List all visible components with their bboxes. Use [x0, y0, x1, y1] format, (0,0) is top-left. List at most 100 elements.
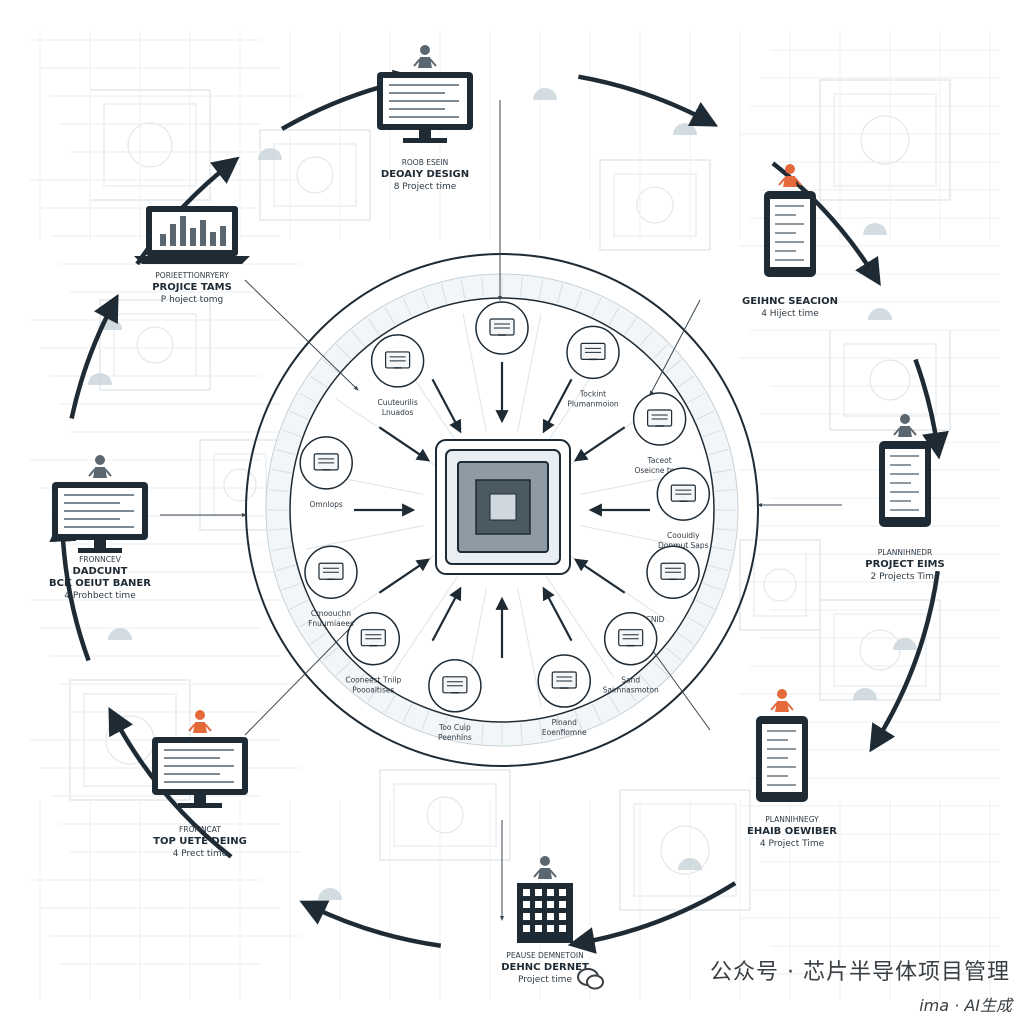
- ring-tick: [322, 359, 339, 373]
- ring-tick: [556, 716, 564, 737]
- station-label: FRONNCEV: [79, 555, 122, 564]
- cycle-arrow: [913, 358, 949, 460]
- ring-tick: [652, 344, 668, 360]
- person-arm-icon: [778, 177, 786, 186]
- inner-node-label: Peenhins: [438, 733, 472, 742]
- person-head-icon: [195, 710, 205, 720]
- connector-line: [649, 299, 701, 396]
- building-window: [523, 889, 530, 896]
- ray-line: [517, 588, 542, 707]
- ring-tick: [677, 632, 694, 645]
- person-arm-icon: [909, 427, 917, 436]
- person-body-icon: [418, 57, 432, 68]
- ring-tick: [639, 330, 653, 347]
- leaf-decoration: [88, 373, 112, 385]
- ring-tick: [299, 616, 317, 628]
- station-label: PROJICE TAMS: [152, 282, 232, 293]
- building-window: [547, 889, 554, 896]
- inner-node-label: Taceot: [647, 456, 672, 465]
- circuit-background: [30, 30, 1000, 1000]
- ring-tick: [271, 468, 292, 474]
- station-label: 4 Hiject time: [761, 309, 819, 319]
- person-head-icon: [95, 455, 105, 465]
- ring-tick: [310, 632, 327, 645]
- person-body-icon: [193, 722, 207, 733]
- ray-line: [305, 525, 424, 550]
- person-arm-icon: [413, 58, 421, 67]
- document-icon: [385, 351, 411, 369]
- circuit-box: [819, 599, 941, 701]
- inner-node-label: Omnlops: [310, 500, 343, 509]
- station-label: ROOB ESEIN: [402, 158, 449, 167]
- person-arm-icon: [188, 723, 196, 732]
- inner-node-label: Plumanmoion: [567, 399, 619, 408]
- circuit-box-inner: [833, 613, 927, 687]
- station-label: 2 Projects Time: [871, 572, 940, 582]
- bar-chart-icon: [200, 220, 206, 246]
- connector-line: [244, 619, 359, 736]
- ring-tick: [712, 468, 733, 474]
- circuit-box-inner: [393, 783, 497, 847]
- building-window: [559, 913, 566, 920]
- station-label: PROJECT EIMS: [865, 559, 944, 570]
- ring-tick: [695, 599, 715, 610]
- station-label: PLANNIHNEGY: [765, 815, 819, 824]
- station-label: GEIHNC SEACION: [742, 296, 838, 307]
- inner-node-label: Tockint: [579, 389, 606, 398]
- circuit-box-inner: [213, 453, 267, 517]
- outer-ring: [245, 253, 759, 767]
- watermark-tag: ima · AI生成: [919, 996, 1012, 1015]
- laptop-base: [134, 256, 250, 264]
- person-arm-icon: [794, 177, 802, 186]
- ray-line: [462, 313, 487, 432]
- building-window: [523, 901, 530, 908]
- person-body-icon: [898, 426, 912, 437]
- ring-tick: [538, 279, 544, 300]
- ring-tick: [402, 703, 413, 723]
- ring-tick: [574, 289, 583, 310]
- document-icon: [670, 484, 696, 502]
- person-head-icon: [777, 689, 787, 699]
- ring-tick: [421, 289, 430, 310]
- inner-node-label: Oseicne tnmt: [634, 466, 684, 475]
- station-label: 4 Prohbect time: [64, 591, 136, 601]
- circuit-box-inner: [103, 103, 197, 187]
- building-window: [523, 925, 530, 932]
- microchip-icon: [489, 493, 517, 521]
- inner-node-label: Poooaltises: [352, 686, 394, 695]
- ring-tick: [708, 564, 729, 572]
- ring-tick: [367, 685, 380, 702]
- leaf-decoration: [108, 628, 132, 640]
- leaf-decoration: [673, 123, 697, 135]
- station-label: FROMNCAT: [179, 825, 221, 834]
- bar-chart-icon: [180, 216, 186, 246]
- inward-arrow: [542, 378, 573, 434]
- circuit-gear: [223, 468, 257, 502]
- ring-tick: [677, 375, 694, 388]
- ring-tick: [624, 685, 637, 702]
- ring-tick: [687, 392, 705, 404]
- bar-chart-icon: [210, 232, 216, 246]
- leaf-decoration: [868, 308, 892, 320]
- circuit-box: [379, 769, 511, 861]
- cycle-arrow: [299, 900, 442, 948]
- circuit-box: [89, 89, 211, 201]
- inner-node-label: Sand: [621, 676, 640, 685]
- inward-arrow: [573, 558, 626, 594]
- person-arm-icon: [893, 427, 901, 436]
- radial-spokes: [160, 100, 842, 921]
- station-label: Project time: [518, 975, 572, 985]
- building-window: [559, 889, 566, 896]
- building-window: [535, 889, 542, 896]
- inward-arrow: [378, 426, 431, 462]
- ring-tick: [351, 673, 365, 690]
- ring-tick: [608, 695, 620, 713]
